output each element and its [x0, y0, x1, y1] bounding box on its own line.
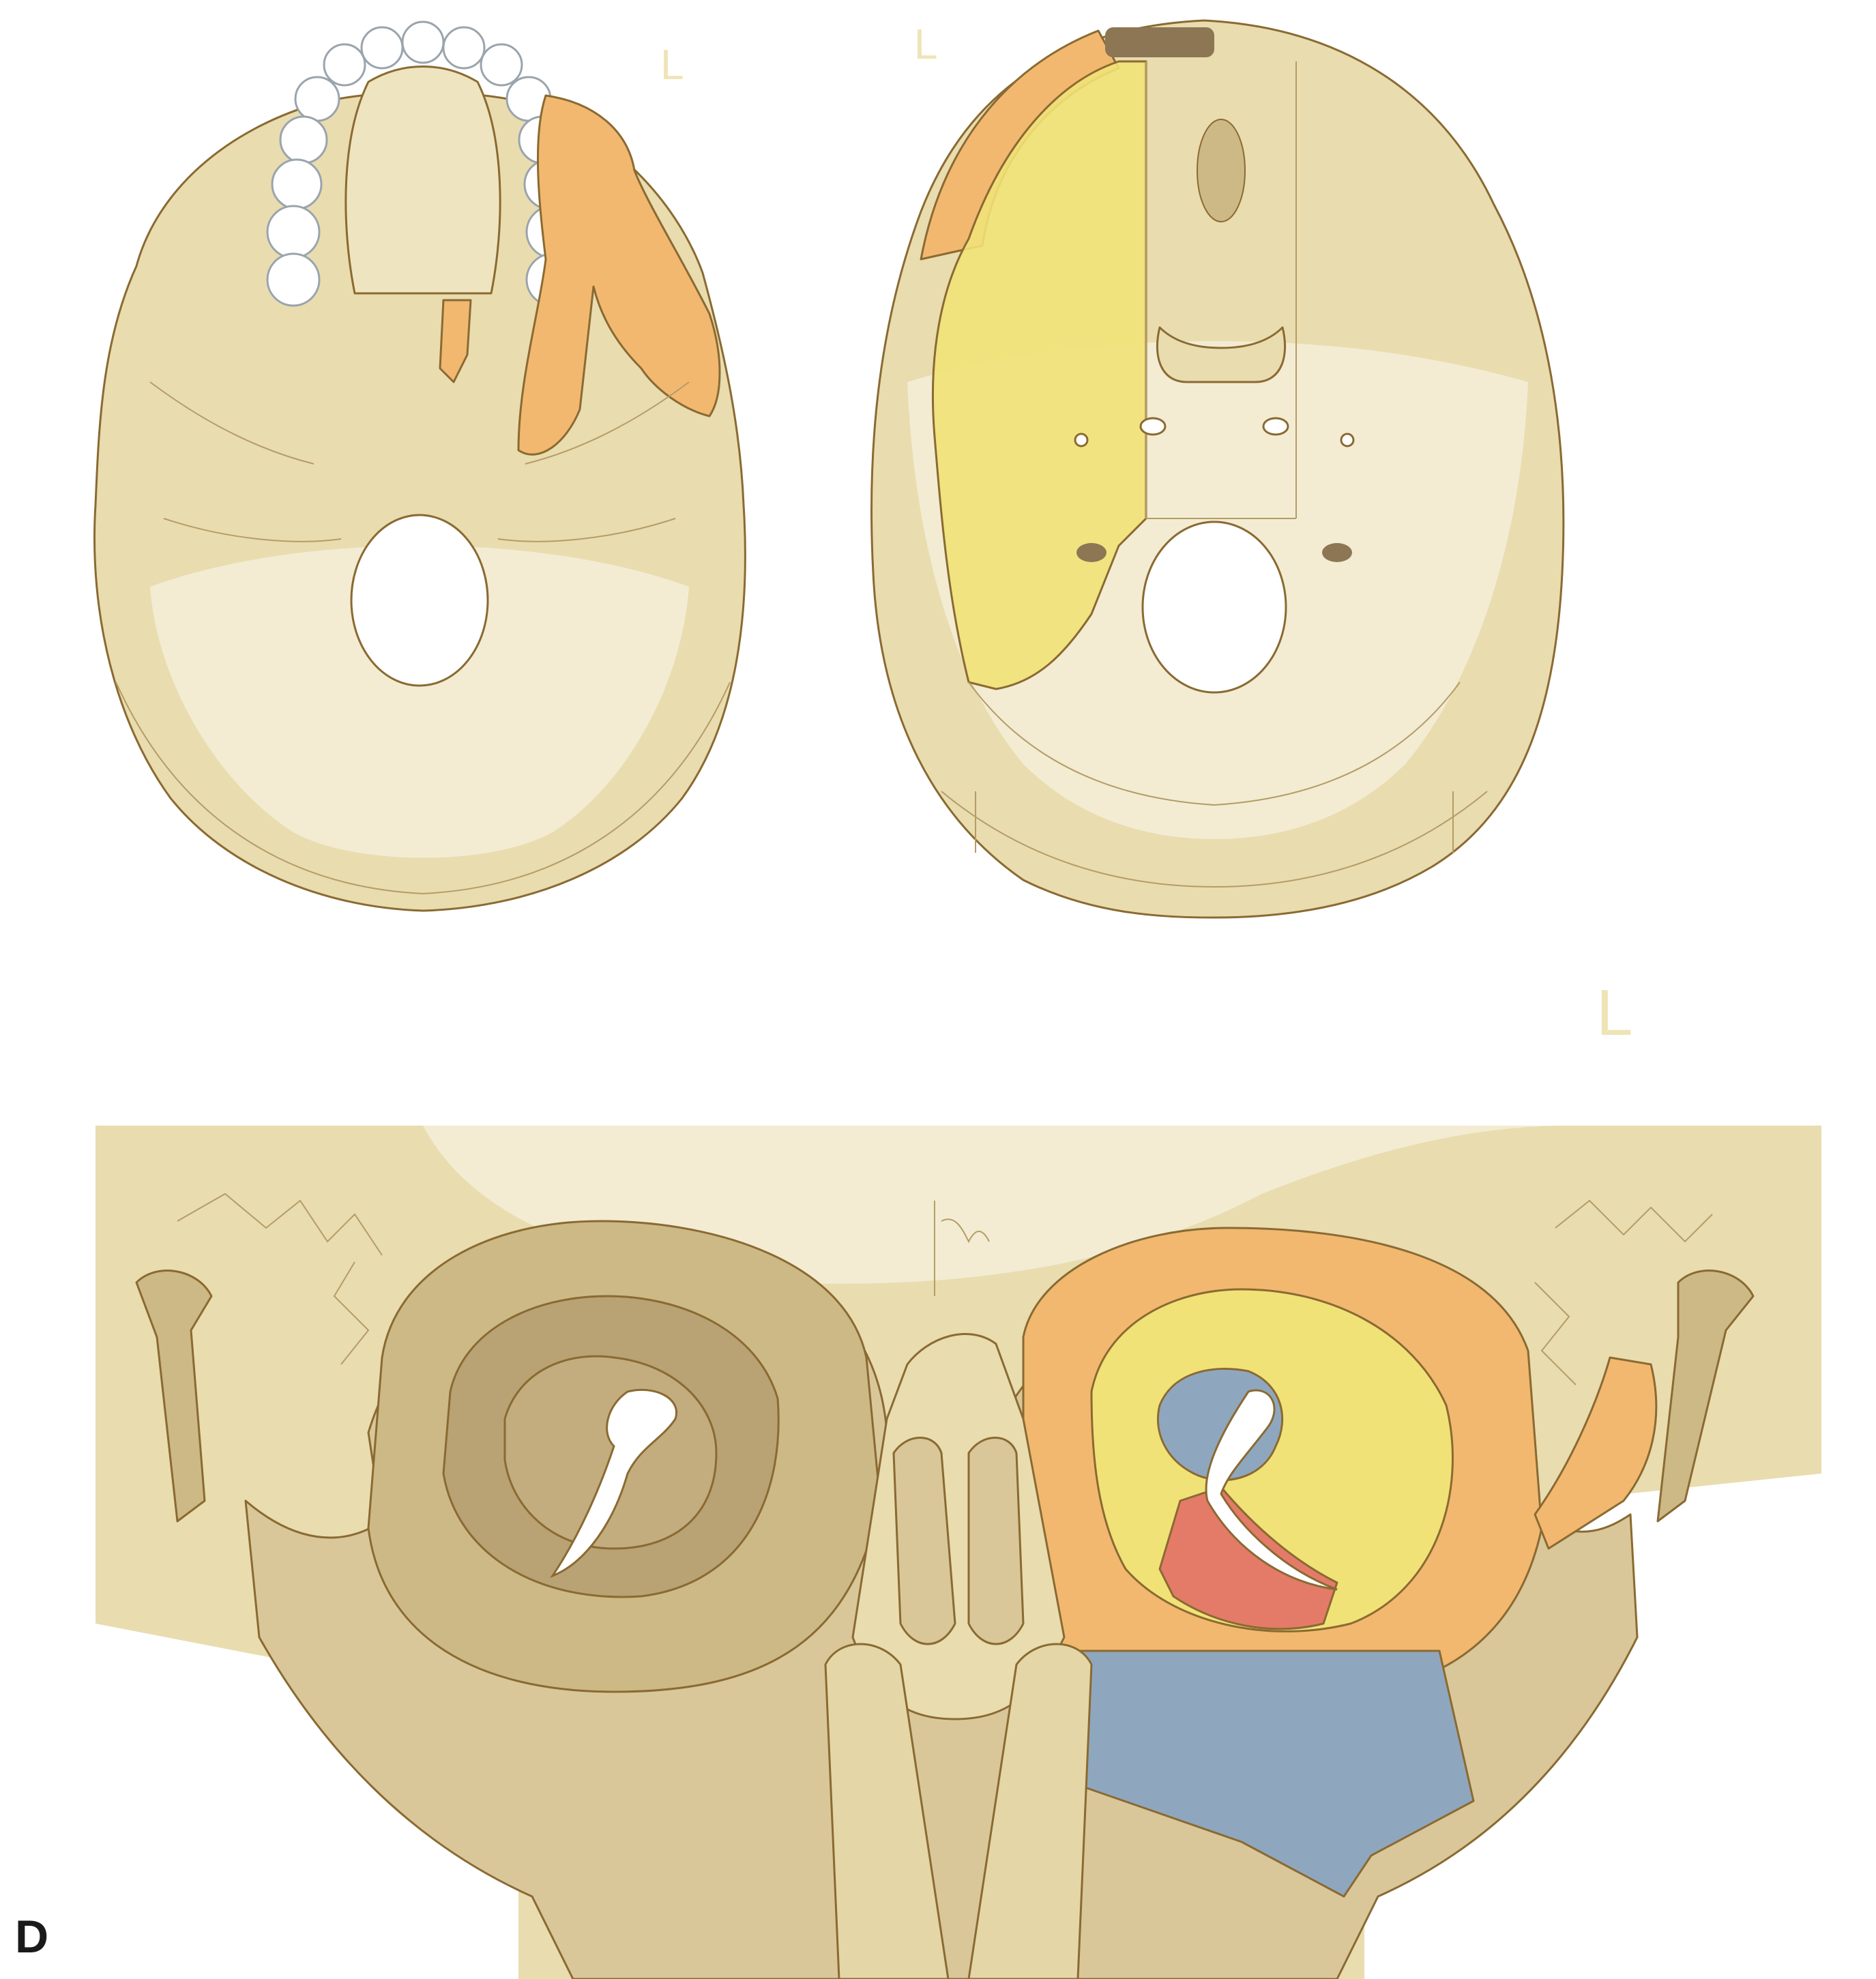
zygomatic-arch-highlight: [517, 94, 721, 456]
foramen-magnum-superior: [1141, 521, 1287, 694]
right-orbit-red: [1158, 1486, 1338, 1630]
panel-label: D: [15, 1911, 49, 1963]
nasal-lower: [824, 1643, 1093, 1979]
jugular-foramina: [1076, 543, 1352, 562]
temporal-suture-left: [177, 1192, 383, 1365]
orientation-marker-inferior: L: [660, 42, 684, 89]
maxilla-blue: [1049, 1650, 1475, 1898]
temporal-suture-right: [1534, 1199, 1713, 1386]
foramen-magnum-inferior: [350, 514, 489, 687]
right-mandible-ramus: [1656, 1270, 1755, 1523]
superior-rim-lines: [941, 681, 1488, 888]
zygomatic-orange-right: [1534, 1356, 1658, 1550]
skull-base-superior-view: [870, 19, 1565, 919]
occipital-region: [150, 546, 689, 858]
orientation-marker-superior: L: [914, 21, 938, 68]
right-orbit-fissure: [1205, 1389, 1338, 1591]
crista-galli-region: [1145, 61, 1297, 519]
cranial-foramina: [1074, 417, 1355, 448]
palate: [345, 65, 501, 295]
orbits-anterior-view: [96, 1126, 1821, 1979]
nasal-aperture: [892, 1437, 1025, 1645]
glabella-notch: [934, 1201, 990, 1296]
pterygoid-plate-highlight: [439, 299, 472, 383]
orientation-marker-anterior: L: [1596, 976, 1633, 1049]
inferior-outline-rim: [115, 681, 731, 895]
sella-region: [1156, 326, 1287, 383]
cribriform-plate: [1197, 119, 1246, 222]
left-mandible-ramus: [135, 1270, 213, 1523]
skull-base-inferior-view: [93, 20, 746, 912]
anterior-fossa-highlight: [931, 60, 1147, 690]
inferior-temporal-left: [149, 381, 690, 542]
left-orbit-fissure: [550, 1388, 678, 1579]
sagittal-dark-strip: [1105, 27, 1214, 57]
